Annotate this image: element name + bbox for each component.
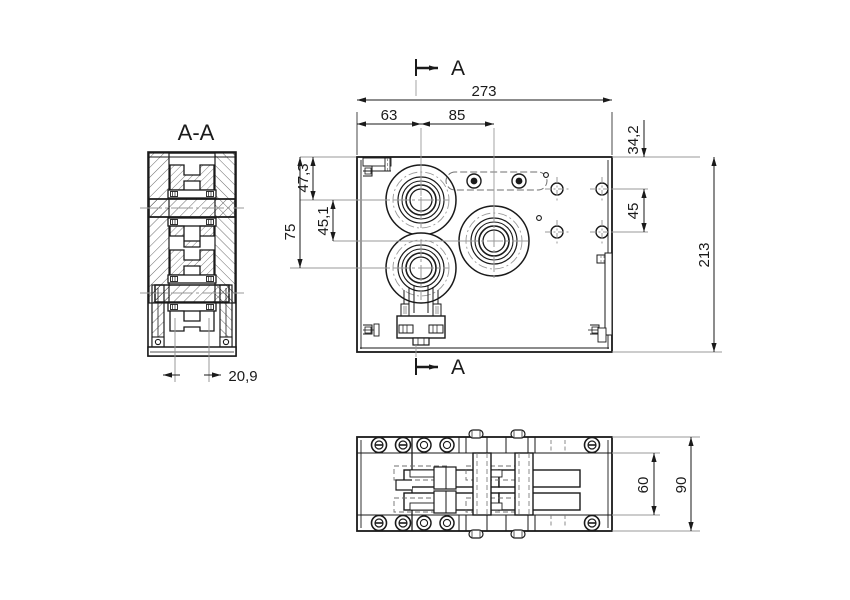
dimension-213: 213: [696, 242, 713, 267]
section-legs: [147, 284, 237, 357]
dimension-47-3: 47,3: [295, 163, 312, 192]
dimension-20-9: 20,9: [228, 368, 257, 385]
bearing-bore-lower-left: [385, 232, 457, 304]
section-view-a-a: [140, 151, 244, 382]
section-module-3: [167, 249, 217, 284]
dimension-45-1: 45,1: [315, 206, 332, 235]
section-module-4: [167, 302, 217, 332]
bottom-view-fasteners: [370, 436, 601, 532]
tapped-hole-grid: [545, 177, 612, 244]
section-marker-bottom-letter: A: [451, 356, 465, 379]
dimension-layer: [290, 97, 722, 532]
small-hole-mid: [536, 215, 542, 221]
bottom-view-carriages: [393, 452, 581, 516]
dimension-273: 273: [471, 83, 496, 100]
bottom-view: [356, 429, 613, 539]
dimension-45: 45: [625, 203, 642, 220]
dimension-60: 60: [635, 477, 652, 494]
dimension-90: 90: [673, 477, 690, 494]
bottom-left-corner-detail: [363, 323, 380, 337]
top-left-corner-detail: [362, 157, 392, 177]
bottom-view-shaft-stubs: [468, 429, 526, 539]
section-marker-top-letter: A: [451, 57, 465, 80]
section-marker-top: [415, 59, 438, 96]
section-shaft-plate-1: [140, 198, 244, 218]
section-view-label: A-A: [178, 120, 215, 145]
bearing-bore-center: [458, 205, 530, 280]
hidden-slot-top: [445, 171, 549, 191]
section-marker-bottom: [415, 345, 438, 375]
dimension-63: 63: [381, 107, 398, 124]
front-view: [356, 156, 613, 353]
right-edge-detail: [596, 252, 613, 336]
bottom-view-slats: [411, 437, 566, 531]
dimension-85: 85: [449, 107, 466, 124]
section-module-2: [167, 217, 217, 248]
dimension-75: 75: [282, 224, 299, 241]
section-module-1: [167, 164, 217, 199]
bottom-right-corner-detail: [588, 324, 607, 343]
dimension-34-2: 34,2: [625, 125, 642, 154]
connector-block: [396, 285, 446, 346]
